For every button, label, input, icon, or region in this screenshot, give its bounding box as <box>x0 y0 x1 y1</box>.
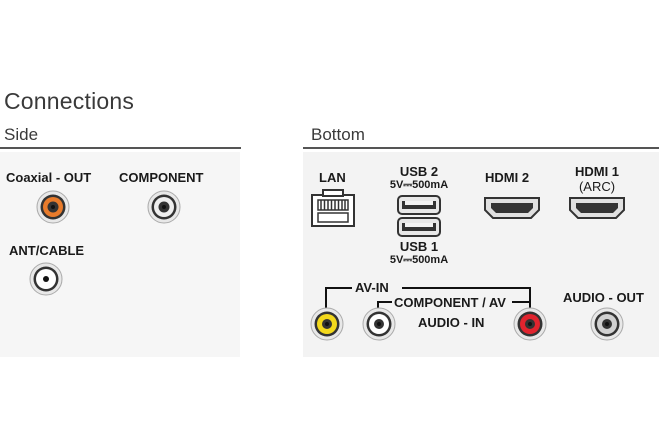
hdmi2-label: HDMI 2 <box>485 170 530 185</box>
usb1-spec: 5V⎓500mA <box>389 254 449 266</box>
component-label: COMPONENT <box>119 170 204 185</box>
side-divider <box>0 147 241 149</box>
hdmi1-arc-label: (ARC) <box>578 179 616 194</box>
usb2-label: USB 2 5V⎓500mA <box>390 164 448 192</box>
coaxial-out-jack-icon <box>36 190 70 224</box>
usb1-label-text: USB 1 <box>399 239 439 254</box>
side-panel-background <box>0 152 240 357</box>
lan-label: LAN <box>319 170 346 185</box>
lan-port-icon <box>311 189 355 227</box>
component-av-label: COMPONENT / AV <box>394 295 506 310</box>
usb2-label-text: USB 2 <box>399 164 439 179</box>
usb-ports-icon <box>397 195 441 237</box>
hdmi1-port-icon <box>569 197 625 219</box>
component-jack-icon <box>147 190 181 224</box>
coaxial-out-label: Coaxial - OUT <box>6 170 92 185</box>
audio-out-label: AUDIO - OUT <box>563 290 644 305</box>
audio-out-jack-icon <box>590 307 624 341</box>
av-red-jack-icon <box>513 307 547 341</box>
bottom-divider <box>303 147 659 149</box>
side-heading: Side <box>4 125 39 144</box>
ant-cable-jack-icon <box>29 262 63 296</box>
av-in-label: AV-IN <box>355 280 389 295</box>
bottom-heading: Bottom <box>311 125 365 144</box>
av-white-jack-icon <box>362 307 396 341</box>
hdmi2-port-icon <box>484 197 540 219</box>
av-yellow-jack-icon <box>310 307 344 341</box>
ant-cable-label: ANT/CABLE <box>9 243 85 258</box>
usb1-label: USB 1 5V⎓500mA <box>390 239 448 267</box>
audio-in-label: AUDIO - IN <box>418 315 485 330</box>
hdmi1-label-text: HDMI 1 <box>574 164 620 179</box>
hdmi1-label: HDMI 1 (ARC) <box>575 164 619 194</box>
usb2-spec: 5V⎓500mA <box>389 179 449 191</box>
page-title: Connections <box>4 88 135 114</box>
